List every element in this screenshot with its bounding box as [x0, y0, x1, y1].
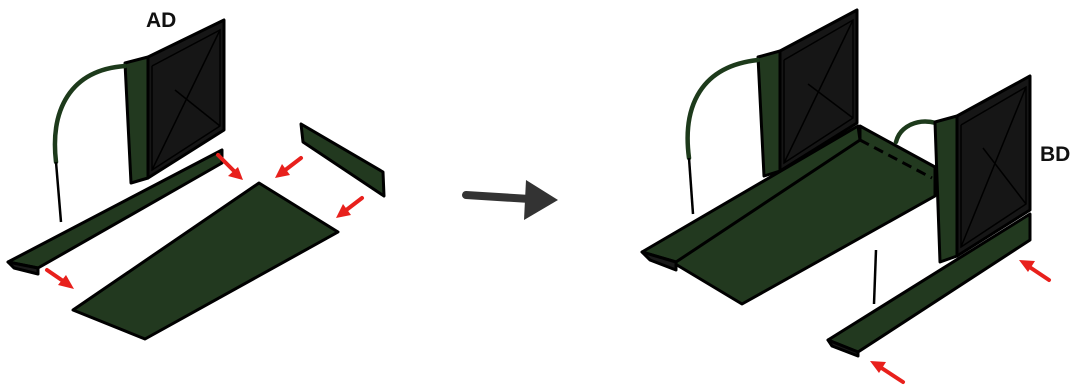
bd-wire-loop [896, 122, 936, 142]
red-arrow-icon [1019, 260, 1049, 280]
back-wall-post [125, 57, 148, 183]
label-bd: BD [1040, 143, 1070, 166]
wire-loop [55, 66, 125, 162]
red-arrow-icon [275, 158, 301, 178]
exploded-view: AD [8, 9, 384, 339]
bd-post [935, 116, 957, 262]
assembled-wire-loop [688, 60, 758, 158]
side-panel-loose [301, 124, 384, 196]
red-arrow-icon [47, 270, 74, 289]
red-arrow-icon [218, 155, 243, 180]
assembled-back-post [758, 51, 780, 176]
label-ad: AD [146, 9, 176, 32]
red-arrow-icon [336, 198, 362, 218]
right-arrow-icon [466, 180, 558, 220]
red-arrow-icon [870, 361, 903, 382]
assembled-view: BD [642, 10, 1070, 382]
